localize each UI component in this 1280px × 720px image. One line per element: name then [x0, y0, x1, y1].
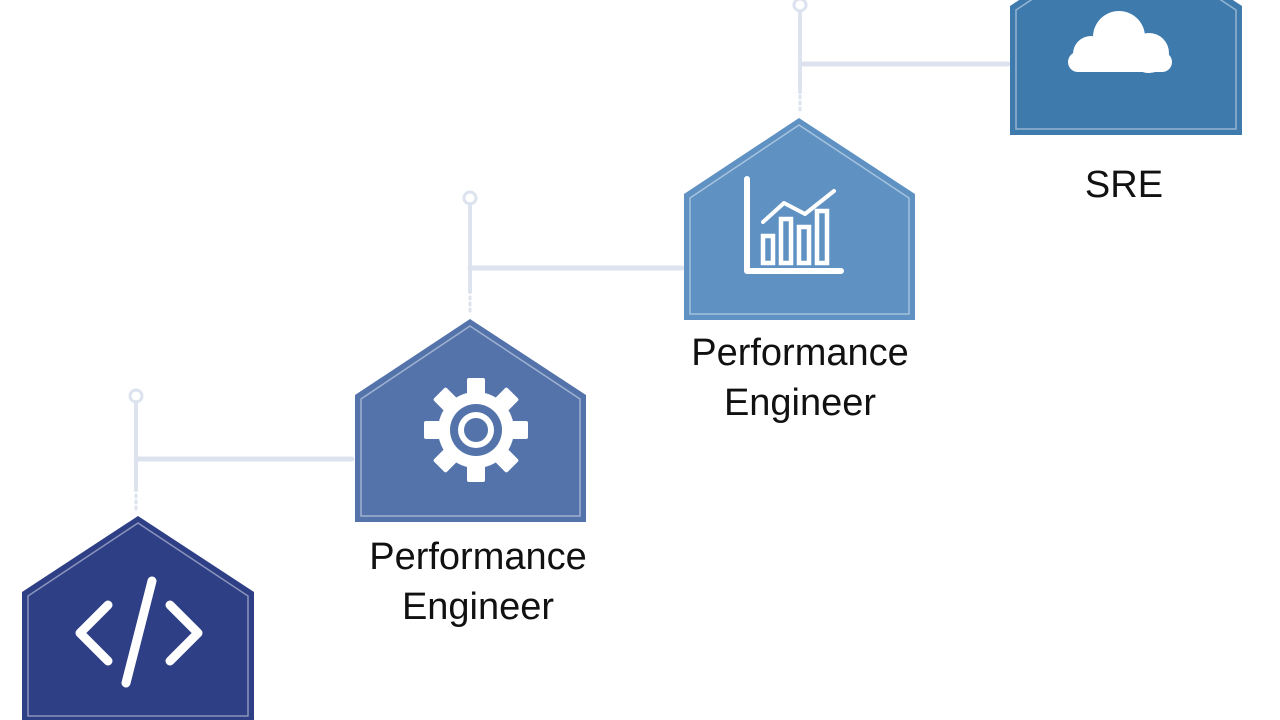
connector-2	[462, 190, 685, 314]
stage-4-label: SRE	[1044, 160, 1204, 210]
cloud-icon	[1068, 11, 1172, 73]
stage-3-label-line-1: Performance	[691, 332, 909, 374]
connector-3	[792, 0, 1011, 112]
stage-1-shape	[22, 516, 254, 720]
code-brackets-icon	[75, 576, 203, 688]
stage-3-shape	[684, 118, 915, 320]
stage-3-label: Performance Engineer	[673, 328, 927, 428]
stage-2-shape	[355, 319, 586, 522]
stage-3-label-line-2: Engineer	[723, 382, 877, 424]
stage-2-label-line-1: Performance	[369, 536, 587, 578]
stage-2-label-line-2: Engineer	[401, 586, 555, 628]
stage-4-label-line-1: SRE	[1084, 164, 1164, 206]
stage-2-label: Performance Engineer	[353, 532, 603, 632]
gear-icon	[424, 378, 528, 482]
stage-4-shape	[1010, 0, 1242, 135]
bar-chart-trend-icon	[744, 176, 844, 274]
connector-1	[128, 388, 355, 512]
